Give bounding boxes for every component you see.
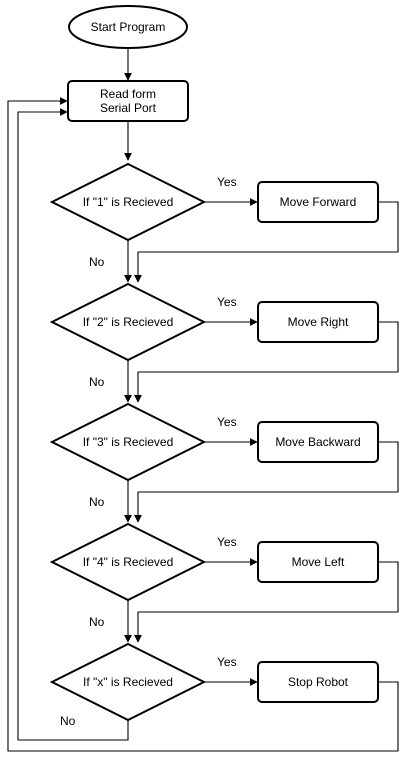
no-label: No (60, 714, 76, 728)
start-node: Start Program (68, 5, 188, 49)
action-label: Stop Robot (288, 675, 349, 689)
row-2: If "2" is Recieved Yes Move Right No (49, 282, 399, 403)
yes-label: Yes (217, 175, 237, 189)
read-label-line1: Read form (100, 87, 156, 101)
row-5: If "x" is Recieved Yes Stop Robot No (49, 642, 379, 728)
decision-label: If "3" is Recieved (83, 435, 174, 449)
action-label: Move Right (288, 315, 349, 329)
return-edge (134, 441, 399, 523)
action-box (257, 661, 379, 703)
decision-label: If "1" is Recieved (83, 195, 174, 209)
decision-label: If "4" is Recieved (83, 555, 174, 569)
edge-loop-back-no (17, 108, 129, 741)
read-label-line2: Serial Port (100, 101, 157, 115)
yes-label: Yes (217, 655, 237, 669)
edge-loop-back-stop (7, 97, 399, 752)
decision-label: If "x" is Recieved (83, 675, 173, 689)
read-node: Read form Serial Port (67, 80, 189, 122)
no-label: No (89, 375, 105, 389)
action-label: Move Left (292, 555, 345, 569)
return-edge (134, 321, 399, 403)
return-edge (134, 201, 399, 283)
yes-label: Yes (217, 415, 237, 429)
no-label: No (89, 495, 105, 509)
row-1: If "1" is Recieved Yes Move Forward No (49, 162, 399, 283)
yes-label: Yes (217, 535, 237, 549)
action-label: Move Forward (280, 195, 357, 209)
start-label: Start Program (91, 20, 166, 34)
action-label: Move Backward (275, 435, 360, 449)
no-label: No (89, 255, 105, 269)
decision-diamond (49, 642, 207, 722)
decision-label: If "2" is Recieved (83, 315, 174, 329)
no-label: No (89, 615, 105, 629)
return-edge (134, 561, 399, 643)
yes-label: Yes (217, 295, 237, 309)
row-3: If "3" is Recieved Yes Move Backward No (49, 402, 399, 523)
row-4: If "4" is Recieved Yes Move Left No (49, 522, 399, 643)
